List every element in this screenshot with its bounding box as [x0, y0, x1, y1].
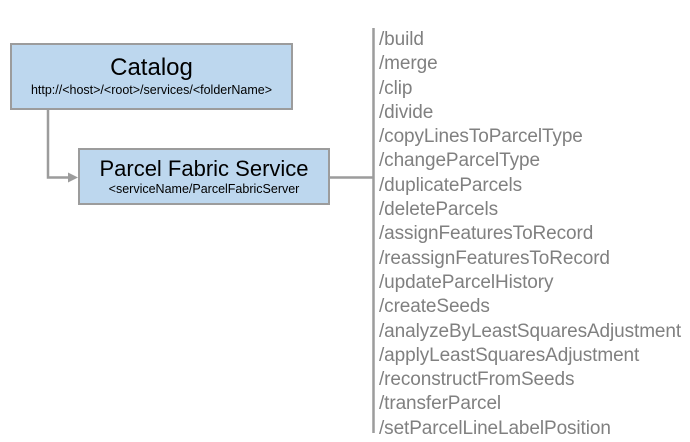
operation-item[interactable]: /reassignFeaturesToRecord [379, 247, 610, 269]
operation-item[interactable]: /changeParcelType [379, 150, 540, 172]
operation-item[interactable]: /copyLinesToParcelType [379, 126, 583, 148]
operation-item[interactable]: /transferParcel [379, 393, 502, 415]
catalog-node-title: Catalog [110, 53, 193, 81]
arrowhead-icon [68, 172, 78, 183]
catalog-node[interactable]: Catalog http://<host>/<root>/services/<f… [10, 43, 293, 110]
operation-item[interactable]: /duplicateParcels [379, 174, 522, 196]
operation-item[interactable]: /updateParcelHistory [379, 271, 554, 293]
operations-list: /build /merge /clip /divide /copyLinesTo… [379, 28, 684, 441]
operation-item[interactable]: /applyLeastSquaresAdjustment [379, 344, 640, 366]
operation-item[interactable]: /merge [379, 53, 438, 75]
catalog-node-url: http://<host>/<root>/services/<folderNam… [30, 83, 273, 98]
operation-item[interactable]: /assignFeaturesToRecord [379, 223, 594, 245]
catalog-to-service-connector [46, 110, 78, 183]
parcel-fabric-service-node-title: Parcel Fabric Service [99, 155, 309, 181]
operation-item[interactable]: /clip [379, 77, 413, 99]
parcel-fabric-service-node[interactable]: Parcel Fabric Service <serviceName/Parce… [78, 148, 330, 205]
operation-item[interactable]: /deleteParcels [379, 199, 499, 221]
operation-item[interactable]: /divide [379, 101, 434, 123]
operation-item[interactable]: /build [379, 29, 424, 50]
operation-item[interactable]: /analyzeByLeastSquaresAdjustment [379, 320, 682, 342]
parcel-fabric-service-node-path: <serviceName/ParcelFabricServer [108, 181, 300, 196]
operation-item[interactable]: /reconstructFromSeeds [379, 369, 575, 391]
operation-item[interactable]: /setParcelLineLabelPosition [379, 417, 611, 439]
operation-item[interactable]: /createSeeds [379, 296, 490, 318]
